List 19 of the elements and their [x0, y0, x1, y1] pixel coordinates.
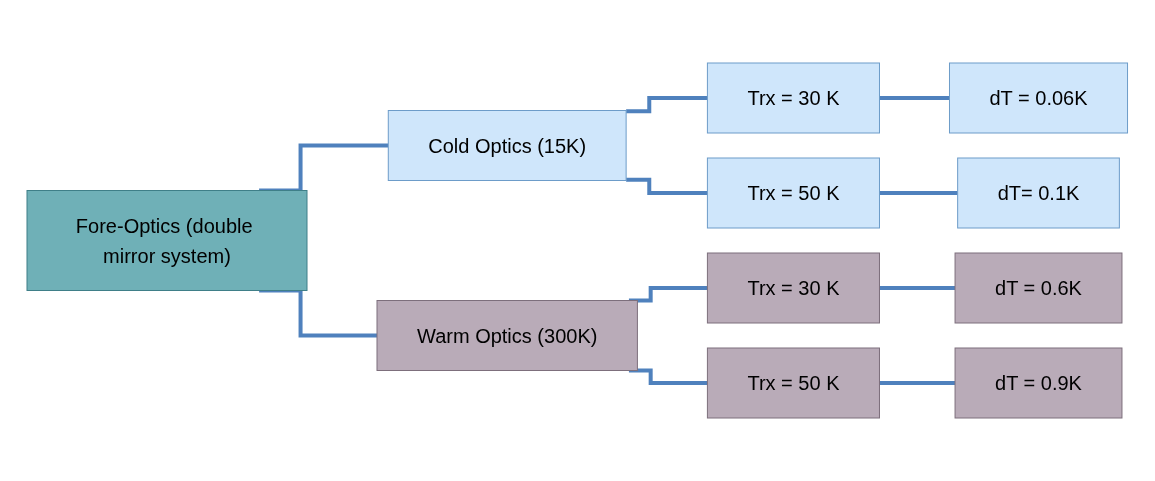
node-box: dT = 0.9K	[954, 347, 1123, 419]
node-box: dT= 0.1K	[957, 157, 1121, 229]
node-box: Trx = 30 K	[707, 62, 881, 134]
node-box: Fore-Optics (double mirror system)	[26, 190, 308, 291]
connector	[879, 286, 956, 290]
connector	[879, 381, 956, 385]
connector	[879, 191, 958, 195]
connector	[629, 286, 708, 303]
connector	[626, 177, 708, 195]
connector	[626, 96, 708, 114]
node-box: Trx = 50 K	[707, 347, 881, 419]
connector	[879, 96, 950, 100]
node-box: Warm Optics (300K)	[376, 300, 639, 371]
connector	[629, 368, 708, 385]
node-box: dT = 0.06K	[949, 62, 1129, 134]
node-box: Cold Optics (15K)	[388, 110, 627, 181]
node-box: Trx = 50 K	[707, 157, 881, 229]
node-box: Trx = 30 K	[707, 252, 881, 324]
node-box: dT = 0.6K	[954, 252, 1123, 324]
